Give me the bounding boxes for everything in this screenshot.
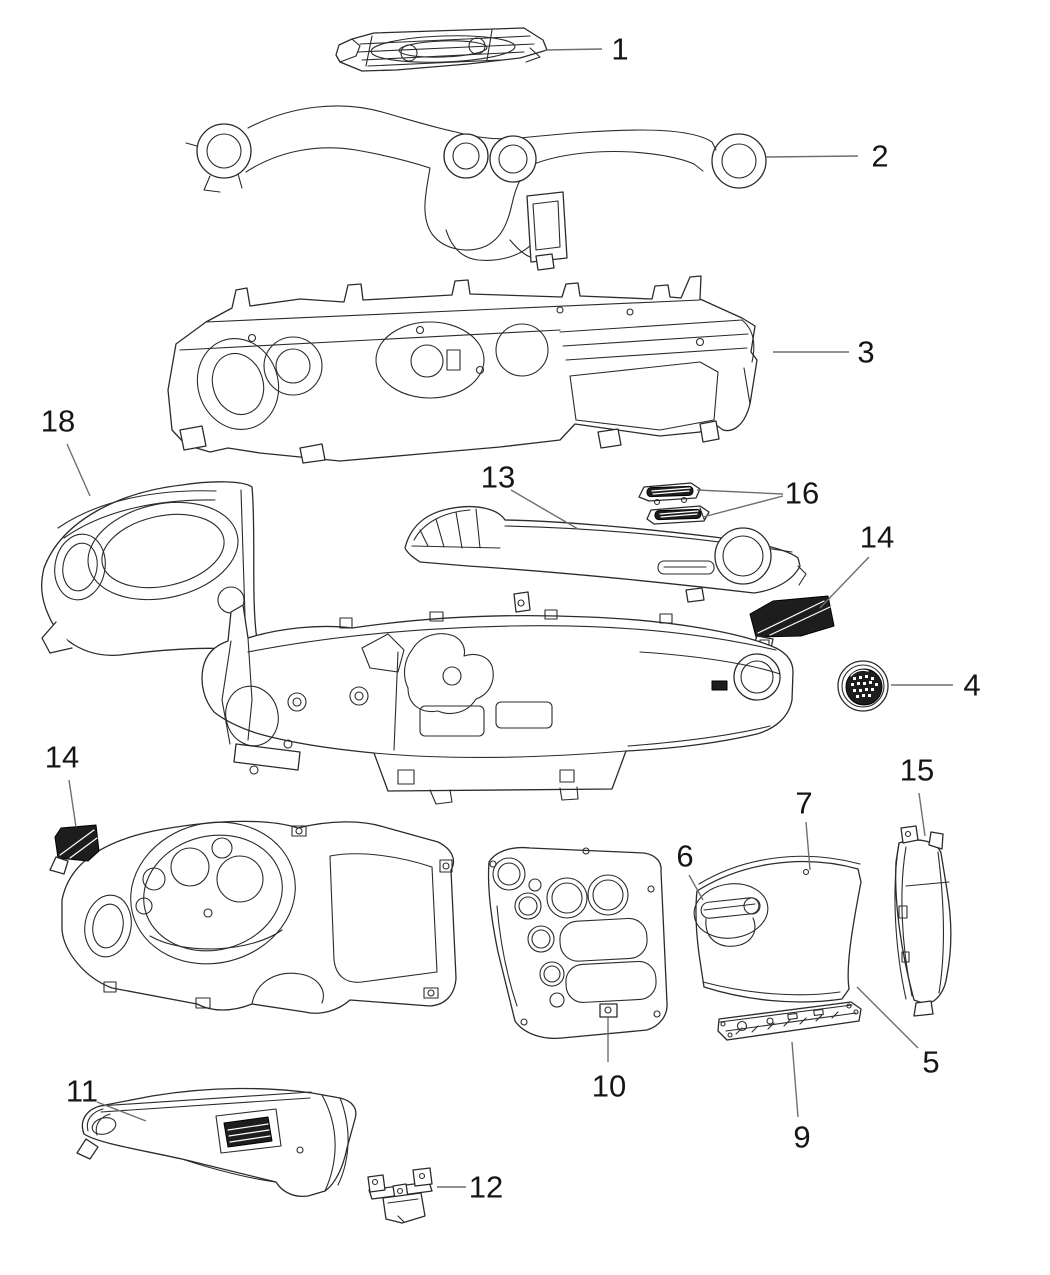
leader-line [805, 821, 811, 871]
callout-number: 16 [785, 476, 819, 511]
instrument-panel-main [201, 604, 794, 805]
callout-speaker-grilles: 16 [696, 476, 819, 518]
callout-number: 13 [481, 460, 515, 495]
speaker-grilles [638, 482, 710, 525]
callout-number: 11 [66, 1074, 98, 1109]
callout-number: 14 [860, 520, 894, 555]
mounting-bracket [367, 1167, 433, 1224]
callout-air-distribution-duct: 2 [765, 139, 889, 174]
callout-number: 9 [793, 1120, 810, 1155]
callout-number: 12 [469, 1170, 503, 1205]
knee-bolster-panel [76, 1087, 357, 1198]
callout-sill-strip: 9 [791, 1041, 811, 1155]
callout-cluster-hood: 18 [41, 404, 91, 497]
callout-glove-box-door: 7 [795, 786, 813, 871]
leader-line [544, 48, 603, 51]
callout-number: 10 [592, 1069, 626, 1104]
callout-number: 6 [676, 839, 693, 874]
callout-knee-bolster-panel: 11 [66, 1074, 147, 1122]
leader-line [856, 986, 919, 1049]
callout-number: 1 [611, 32, 628, 67]
ip-structural-support [167, 275, 758, 464]
defroster-grille [335, 27, 548, 72]
leader-line [765, 155, 859, 158]
callout-number: 3 [857, 335, 874, 370]
sill-strip [717, 1001, 862, 1041]
center-stack-bezel [487, 846, 668, 1040]
leader-line [696, 489, 784, 495]
leader-line [66, 443, 91, 497]
callout-end-cap-right: 14 [819, 520, 894, 609]
callout-air-outlet-vent: 4 [891, 668, 981, 703]
cowl-side-panel [894, 825, 952, 1017]
callout-defroster-grille: 1 [544, 32, 629, 67]
callout-number: 5 [922, 1045, 939, 1080]
callout-number: 7 [795, 786, 812, 821]
callout-center-stack-bezel: 10 [592, 1016, 626, 1104]
leader-line [68, 779, 77, 828]
callout-number: 2 [871, 139, 888, 174]
end-cap-left [49, 824, 100, 875]
ip-upper-cover [404, 506, 807, 613]
callout-number: 14 [45, 740, 79, 775]
leader-line [688, 874, 704, 901]
glove-box-door [693, 855, 862, 1003]
callout-cowl-side-panel: 15 [900, 753, 934, 837]
leader-line [96, 1101, 147, 1122]
cluster-hood [41, 481, 259, 717]
callout-ip-structural-support: 3 [773, 335, 875, 370]
leader-line [510, 489, 579, 530]
callout-number: 4 [963, 668, 980, 703]
leader-line [702, 495, 784, 518]
air-outlet-vent [837, 660, 889, 712]
callout-ip-upper-cover: 13 [481, 460, 579, 530]
callout-number: 15 [900, 753, 934, 788]
air-distribution-duct [185, 105, 767, 271]
cluster-bezel [61, 820, 457, 1014]
leader-line [918, 792, 926, 837]
callout-glove-box-handle: 6 [676, 839, 704, 901]
callout-mounting-bracket: 12 [437, 1170, 503, 1205]
leader-line [791, 1041, 799, 1118]
leader-line [819, 556, 870, 609]
callout-end-cap-left: 14 [45, 740, 79, 828]
callout-number: 18 [41, 404, 75, 439]
callout-glove-box-door-edge: 5 [856, 986, 940, 1080]
